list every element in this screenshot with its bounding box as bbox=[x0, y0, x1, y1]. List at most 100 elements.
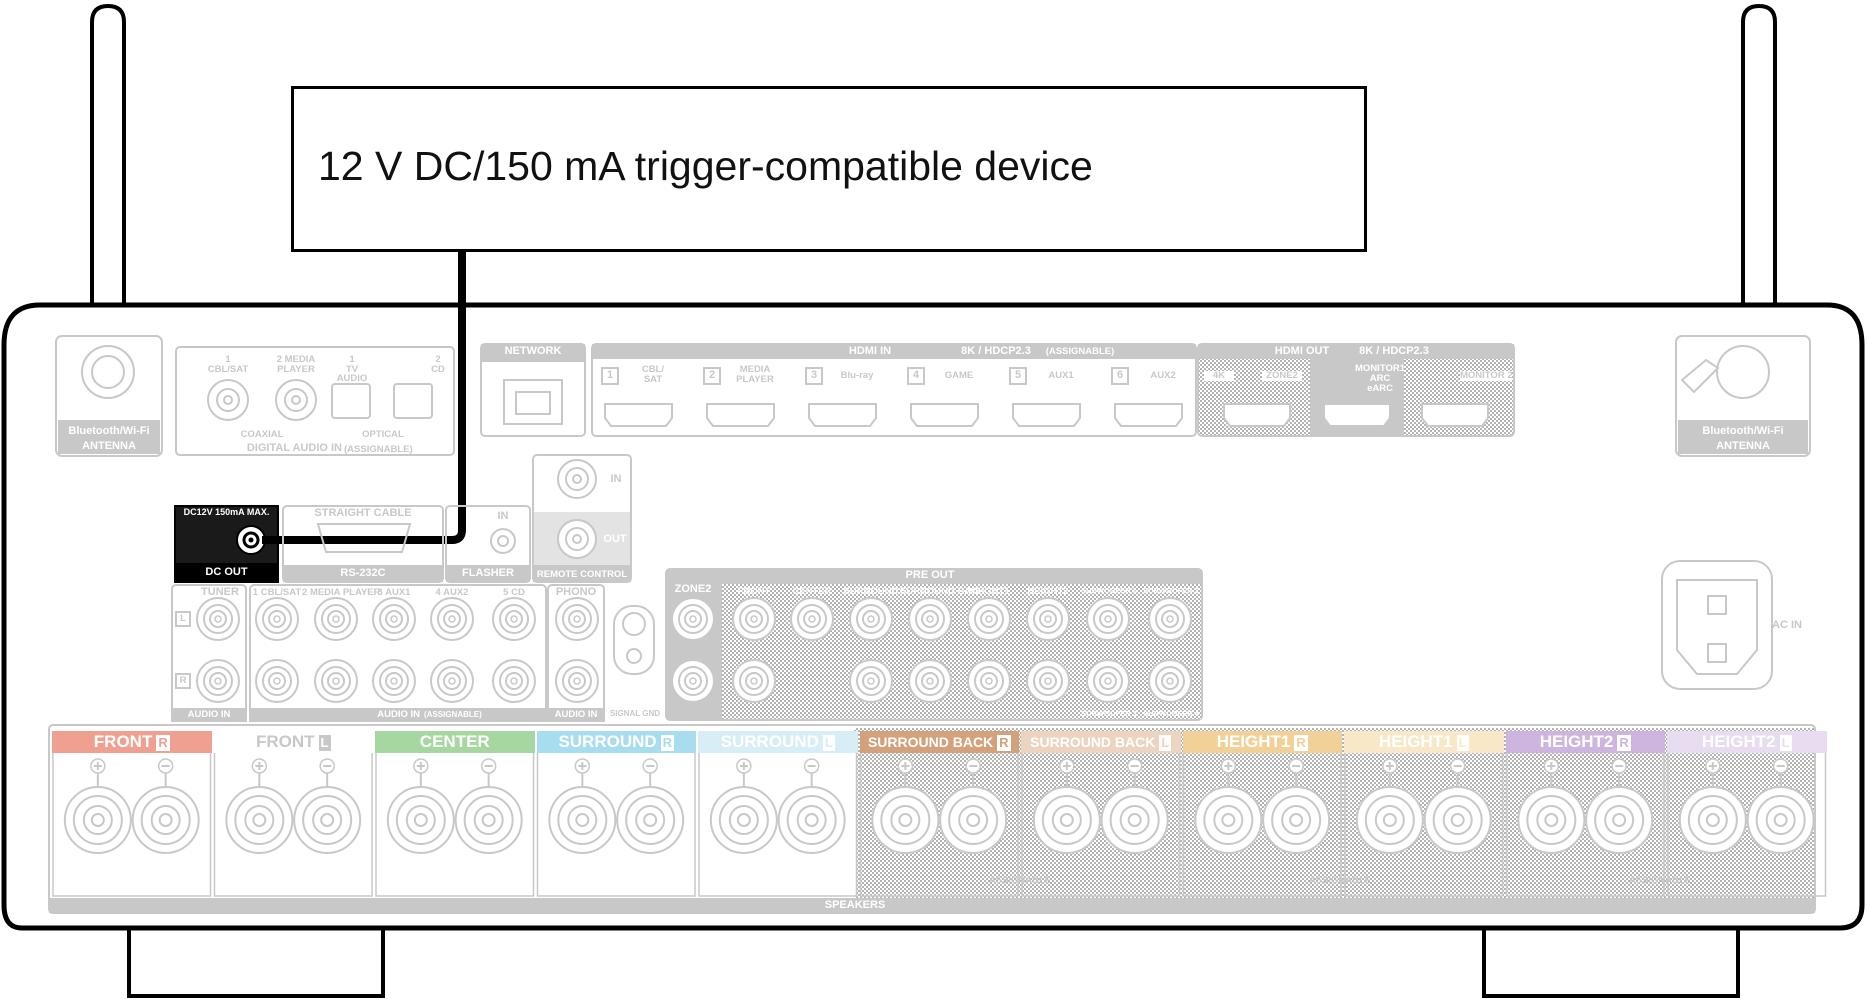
pre-out-bottom-jack bbox=[1026, 659, 1070, 703]
hdmi-in-port-num: 1 bbox=[606, 369, 614, 381]
speaker-channel-name: SURROUND BACK bbox=[867, 734, 994, 750]
opt2-name: CD bbox=[431, 364, 445, 375]
pre-out-sub1: SUBWOOFER 1 bbox=[1081, 586, 1137, 595]
audio-in-l-jack bbox=[492, 597, 536, 641]
hdmi-in-port-name: CBL/ bbox=[641, 364, 665, 375]
hdmi-in-port-num: 4 bbox=[912, 369, 920, 381]
digital-audio-title: DIGITAL AUDIO IN bbox=[246, 442, 342, 454]
hdmi-in-port-name: AUX2 bbox=[1150, 370, 1176, 381]
remote-out: OUT bbox=[603, 533, 627, 545]
dc-out-label: DC OUT bbox=[205, 566, 248, 578]
speaker-channel-side: R bbox=[156, 735, 170, 751]
opt1-line2: TV bbox=[345, 364, 359, 375]
pre-out-channel-label: HEIGHT1 bbox=[968, 586, 1010, 597]
speaker-channel-name: HEIGHT1 bbox=[1216, 732, 1291, 751]
pre-out-top-jack bbox=[849, 597, 893, 641]
coax1-name: CBL/SAT bbox=[207, 364, 249, 375]
hdmi-in-port-num: 6 bbox=[1116, 369, 1124, 381]
speaker-binding-post bbox=[1194, 786, 1263, 854]
pre-out-sub4: SUBWOOFER 4 bbox=[1143, 709, 1199, 718]
speakers-assignable-3: ASSIGNABLE bbox=[1628, 875, 1692, 886]
coaxial-label: COAXIAL bbox=[240, 429, 284, 440]
speaker-channel-name: FRONT bbox=[256, 732, 315, 751]
audio-in-r-jack bbox=[372, 659, 416, 703]
speaker-channel-name: SURROUND bbox=[720, 732, 819, 751]
flasher-in: IN bbox=[497, 510, 509, 522]
pre-out-bottom-jack bbox=[967, 659, 1011, 703]
pre-out-top-jack bbox=[908, 597, 952, 641]
device-label: 12 V DC/150 mA trigger-compatible device bbox=[318, 143, 1093, 189]
audio-in-input-label: 1 CBL/SAT bbox=[252, 587, 302, 598]
speakers-assignable-2: ASSIGNABLE bbox=[1308, 875, 1372, 886]
speaker-binding-post bbox=[1678, 786, 1747, 854]
remote-in: IN bbox=[610, 473, 622, 485]
pre-out-top-jack bbox=[1026, 597, 1070, 641]
speaker-binding-post bbox=[225, 786, 294, 854]
pre-out-bottom-jack bbox=[732, 659, 776, 703]
speaker-binding-post bbox=[1262, 786, 1331, 854]
speaker-channel-side: R bbox=[660, 735, 675, 751]
audio-in-panel bbox=[171, 584, 655, 722]
speaker-channel-side: R bbox=[997, 735, 1011, 751]
coax1-num: 1 bbox=[225, 354, 231, 365]
speaker-binding-post bbox=[386, 786, 455, 854]
audio-in-r-jack bbox=[314, 659, 358, 703]
speaker-binding-post bbox=[1100, 786, 1169, 854]
hdmi-in-port-name: MEDIA bbox=[739, 364, 771, 375]
coax2-line1: 2 MEDIA bbox=[276, 354, 316, 365]
sub1-jack bbox=[1086, 597, 1130, 641]
opt1-line3: AUDIO bbox=[336, 373, 368, 384]
audio-in-l-jack bbox=[372, 597, 416, 641]
speaker-binding-post bbox=[293, 786, 362, 854]
audio-in-input-label: 4 AUX2 bbox=[435, 587, 469, 598]
pre-out-bottom-jack bbox=[849, 659, 893, 703]
speaker-binding-post bbox=[1517, 786, 1586, 854]
audio-in-input-label: 2 MEDIA PLAYER bbox=[302, 587, 381, 598]
hdmi-out-title: HDMI OUT bbox=[1274, 345, 1330, 357]
rs232c-label: RS-232C bbox=[340, 567, 386, 579]
audio-in-l-jack bbox=[314, 597, 358, 641]
speaker-binding-post bbox=[63, 786, 132, 854]
speaker-channel-name: SURROUND bbox=[558, 732, 657, 751]
speaker-binding-post bbox=[939, 786, 1008, 854]
speakers-assignable-1: ASSIGNABLE bbox=[988, 875, 1052, 886]
speaker-binding-post bbox=[454, 786, 523, 854]
audio-in-input-label: 3 AUX1 bbox=[377, 587, 411, 598]
hdmi-in-port-name2: PLAYER bbox=[736, 374, 774, 385]
sub2-jack bbox=[1148, 597, 1192, 641]
speaker-binding-post bbox=[616, 786, 685, 854]
audio-l: L bbox=[180, 613, 186, 624]
hdmi-in-panel bbox=[591, 343, 1197, 437]
speaker-channel-name: FRONT bbox=[93, 732, 153, 751]
hdmi-out-spec: 8K / HDCP2.3 bbox=[1359, 345, 1429, 357]
network-label: NETWORK bbox=[504, 345, 562, 357]
audio-r: R bbox=[179, 675, 187, 686]
optical-label: OPTICAL bbox=[362, 429, 404, 440]
pre-out-channel-label: FRONT bbox=[737, 586, 771, 597]
hdmi-out-zone2: ZONE2 bbox=[1262, 371, 1302, 381]
hdmi-in-title: HDMI IN bbox=[848, 345, 892, 357]
pre-out-top-jack bbox=[790, 597, 834, 641]
pre-out-channel-label: SURROUND BACK bbox=[900, 586, 985, 597]
speakers-label: SPEAKERS bbox=[824, 899, 886, 911]
pre-out-sub3: SUBWOOFER 3 bbox=[1081, 709, 1137, 718]
speaker-binding-post bbox=[1746, 786, 1815, 854]
dc-out-spec: DC12V 150mA MAX. bbox=[183, 507, 270, 517]
speaker-channel-side: L bbox=[1779, 735, 1792, 751]
speaker-binding-post bbox=[548, 786, 617, 854]
speaker-binding-post bbox=[1355, 786, 1424, 854]
hdmi-in-port-name: GAME bbox=[944, 370, 974, 381]
antenna-left-label2: ANTENNA bbox=[82, 440, 136, 452]
speaker-channel-side: L bbox=[318, 735, 331, 751]
speaker-channel-name: HEIGHT1 bbox=[1378, 732, 1453, 751]
speaker-channel-side: L bbox=[822, 735, 835, 751]
hdmi-out-arc: ARC bbox=[1369, 373, 1391, 384]
audio-in-r-jack bbox=[255, 659, 299, 703]
phono-r-jack bbox=[555, 659, 599, 703]
